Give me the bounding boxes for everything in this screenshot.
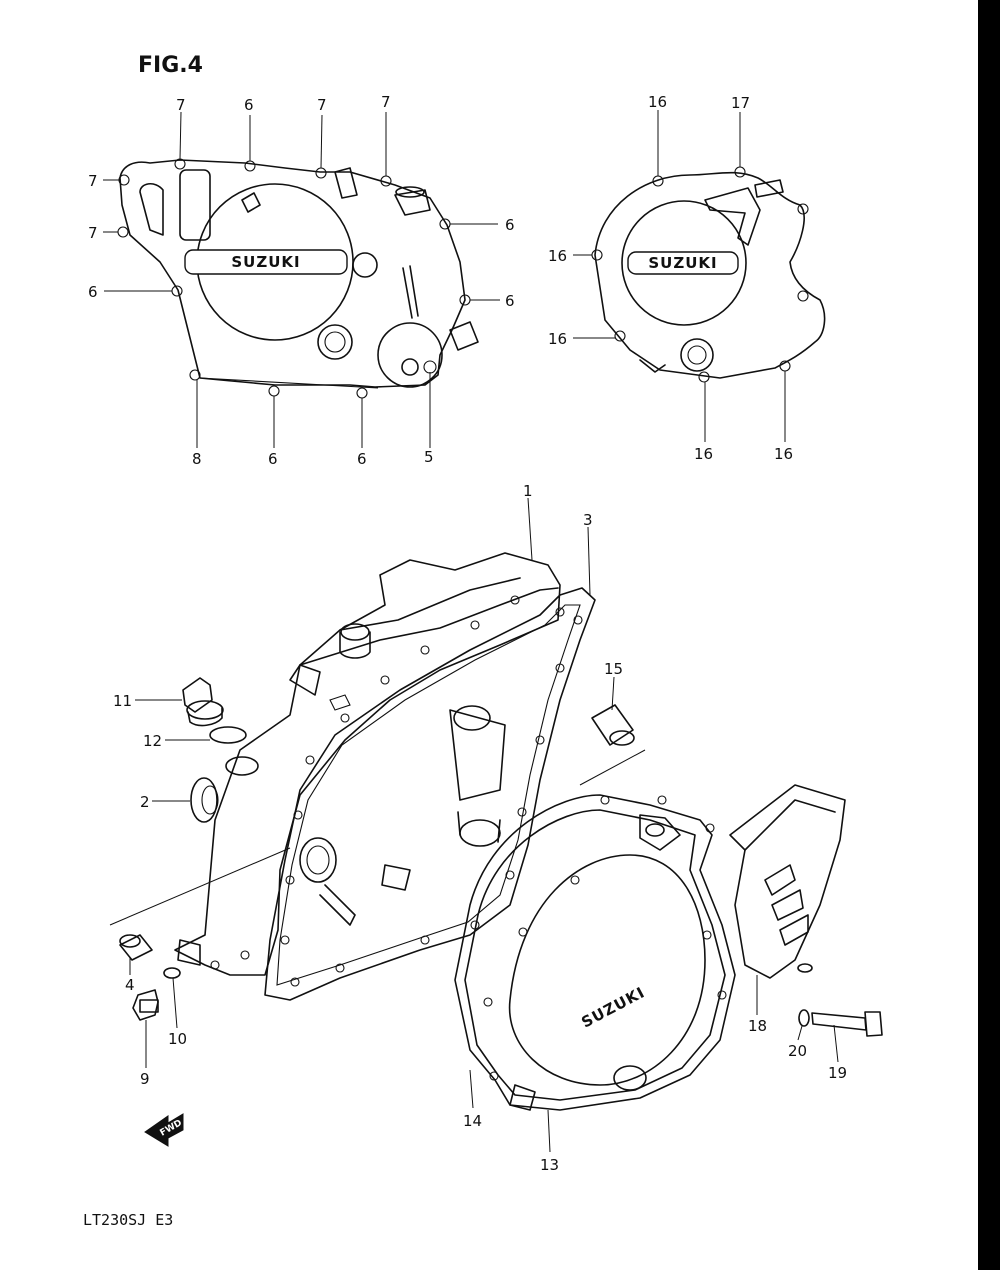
callout-18: 18 xyxy=(748,1017,767,1035)
dowel-pin-15 xyxy=(591,704,635,746)
clutch-cover-side-view: SUZUKI xyxy=(117,158,479,399)
callout-2: 2 xyxy=(140,793,150,811)
callout-3: 3 xyxy=(583,511,593,529)
callout-7-top-middle: 7 xyxy=(317,96,327,114)
callout-11: 11 xyxy=(113,692,132,710)
dowel-pin-4 xyxy=(119,934,153,961)
callout-6-right-lower: 6 xyxy=(505,292,515,310)
washer-20 xyxy=(798,1009,810,1027)
callout-10: 10 xyxy=(168,1030,187,1048)
callout-17: 17 xyxy=(731,94,750,112)
callout-6-left: 6 xyxy=(88,283,98,301)
callout-12: 12 xyxy=(143,732,162,750)
brand-label-clutch-cover-bottom: SUZUKI xyxy=(578,983,648,1031)
o-ring xyxy=(209,726,247,744)
callout-16-top: 16 xyxy=(648,93,667,111)
callout-6-top: 6 xyxy=(244,96,254,114)
figure-title: FIG.4 xyxy=(138,53,203,78)
drain-bolt xyxy=(132,989,159,1021)
callout-14: 14 xyxy=(463,1112,482,1130)
callout-16-left-lower: 16 xyxy=(548,330,567,348)
callout-16-bottom-right: 16 xyxy=(774,445,793,463)
callout-6-bottom-right: 6 xyxy=(357,450,367,468)
callout-6-right-upper: 6 xyxy=(505,216,515,234)
callout-7-left-lower: 7 xyxy=(88,224,98,242)
callout-7-left-upper: 7 xyxy=(88,172,98,190)
callout-7-top-left: 7 xyxy=(176,96,186,114)
brand-label-magneto-cover-top: SUZUKI xyxy=(648,254,717,272)
callout-4: 4 xyxy=(125,976,135,994)
crankcase-assembly xyxy=(109,552,646,1001)
gasket-washer xyxy=(163,967,181,979)
callout-6-bottom-left: 6 xyxy=(268,450,278,468)
callout-13: 13 xyxy=(540,1156,559,1174)
callout-8: 8 xyxy=(192,450,202,468)
callout-labels: 1 2 3 4 5 6 6 6 6 6 6 7 7 7 7 7 8 9 10 1… xyxy=(88,93,847,1174)
forward-direction-arrow: FWD xyxy=(144,1113,184,1147)
callout-20: 20 xyxy=(788,1042,807,1060)
callout-16-left-upper: 16 xyxy=(548,247,567,265)
callout-5: 5 xyxy=(424,448,434,466)
magneto-cover-side-view: SUZUKI xyxy=(591,166,826,383)
sprocket-cover xyxy=(729,784,846,979)
scan-edge-bar xyxy=(978,0,1000,1270)
oil-seal xyxy=(190,777,219,823)
callout-9: 9 xyxy=(140,1070,150,1088)
callout-15: 15 xyxy=(604,660,623,678)
brand-label-clutch-cover-top: SUZUKI xyxy=(231,253,300,271)
model-code: LT230SJ E3 xyxy=(83,1211,173,1229)
callout-7-top-right: 7 xyxy=(381,93,391,111)
callout-1: 1 xyxy=(523,482,533,500)
oil-filler-cap xyxy=(182,677,224,727)
clutch-cover-exploded: SUZUKI xyxy=(454,794,736,1111)
bolt-19 xyxy=(811,1011,883,1037)
callout-16-bottom-left: 16 xyxy=(694,445,713,463)
callout-19: 19 xyxy=(828,1064,847,1082)
leader-lines xyxy=(103,110,839,1153)
